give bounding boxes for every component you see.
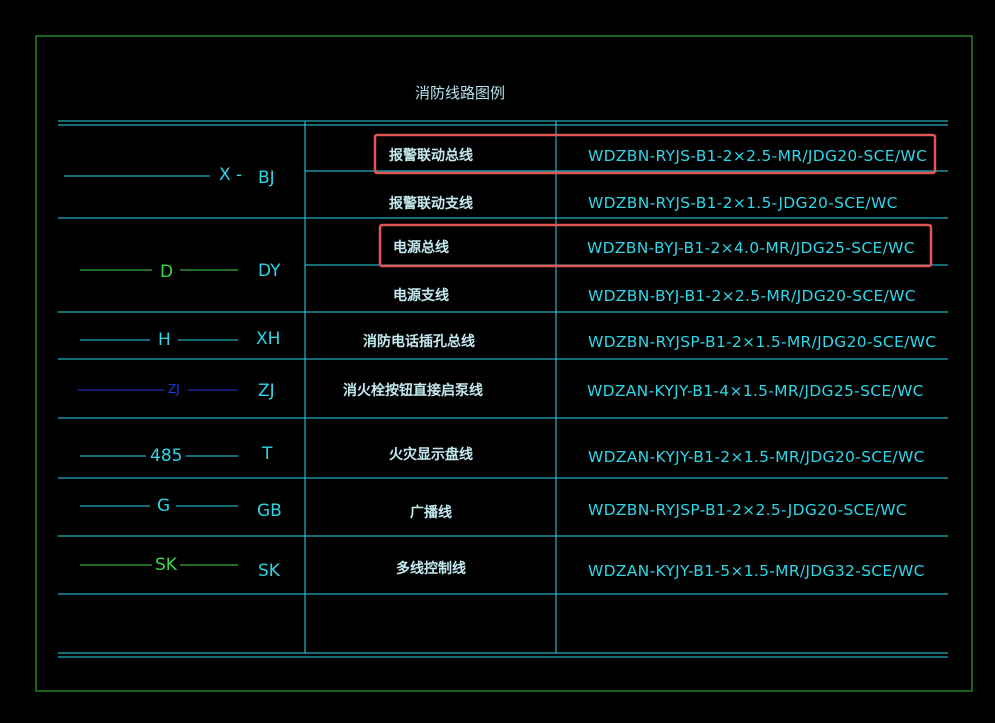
cable-spec: WDZBN-RYJSP-B1-2×2.5-JDG20-SCE/WC [588,501,908,519]
drawing-frame [35,35,973,692]
line-name: 电源支线 [393,288,449,304]
legend-title: 消防线路图例 [415,84,506,102]
symbol-code-gb: GB [257,501,282,521]
cable-spec: WDZBN-RYJSP-B1-2×1.5-MR/JDG20-SCE/WC [588,333,937,351]
cable-spec: WDZAN-KYJY-B1-5×1.5-MR/JDG32-SCE/WC [588,562,925,580]
line-name: 报警联动总线 [389,148,473,164]
cable-spec: WDZAN-KYJY-B1-2×1.5-MR/JDG20-SCE/WC [588,448,925,466]
highlight-box-power-main [378,223,933,268]
cable-spec: WDZBN-RYJS-B1-2×2.5-MR/JDG20-SCE/WC [588,147,928,165]
symbol-mark-zj: ZJ [168,382,180,396]
line-name: 广播线 [410,505,452,521]
cable-spec: WDZBN-BYJ-B1-2×4.0-MR/JDG25-SCE/WC [587,239,915,257]
symbol-code-xh: XH [256,329,281,349]
line-name: 多线控制线 [396,561,466,577]
symbol-code-t: T [262,444,273,464]
line-name: 消火栓按钮直接启泵线 [343,383,483,399]
line-name: 火灾显示盘线 [389,447,473,463]
cable-spec: WDZBN-RYJS-B1-2×1.5-JDG20-SCE/WC [588,194,898,212]
symbol-mark-bj: X - [219,165,243,185]
symbol-mark-xh: H [158,330,171,350]
symbol-mark-t: 485 [150,446,183,466]
symbol-code-dy: DY [258,261,281,281]
symbol-mark-sk: SK [155,555,177,575]
line-name: 报警联动支线 [389,196,473,212]
line-name: 消防电话插孔总线 [363,334,475,350]
cable-spec: WDZAN-KYJY-B1-4×1.5-MR/JDG25-SCE/WC [587,382,924,400]
symbol-code-sk: SK [258,561,280,581]
symbol-mark-gb: G [157,496,171,516]
symbol-mark-dy: D [160,262,174,282]
symbol-code-zj: ZJ [258,381,275,401]
cable-spec: WDZBN-BYJ-B1-2×2.5-MR/JDG20-SCE/WC [588,287,916,305]
line-name: 电源总线 [393,240,449,256]
symbol-code-bj: BJ [258,168,275,188]
highlight-box-alarm-main [373,133,937,175]
